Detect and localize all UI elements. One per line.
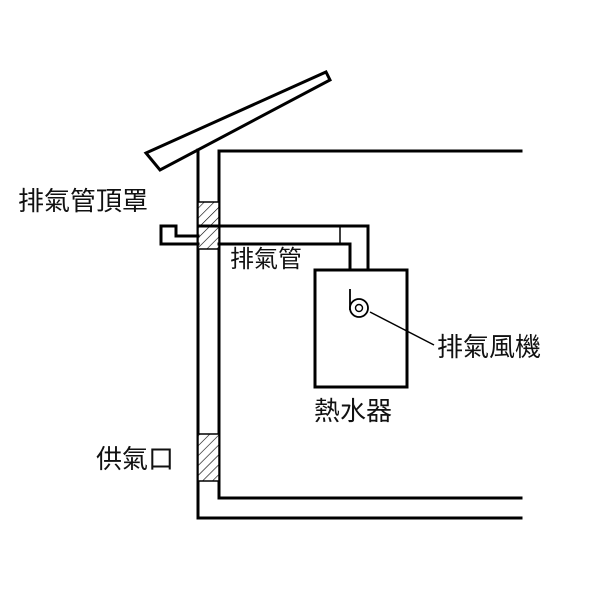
exhaust-fan-icon bbox=[349, 289, 369, 318]
label-exhaust-pipe: 排氣管 bbox=[230, 245, 302, 273]
air-supply-opening bbox=[197, 433, 220, 482]
roof bbox=[143, 70, 332, 172]
exhaust-fan-leader bbox=[369, 311, 435, 346]
label-exhaust-fan: 排氣風機 bbox=[437, 333, 541, 363]
exhaust-pipe bbox=[159, 224, 370, 272]
label-vent-cap: 排氣管頂罩 bbox=[18, 187, 148, 217]
outer-wall bbox=[196, 148, 523, 520]
inner-wall bbox=[217, 149, 523, 500]
label-water-heater: 熱水器 bbox=[314, 397, 392, 427]
label-air-supply: 供氣口 bbox=[96, 445, 174, 475]
water-heater-unit bbox=[313, 268, 409, 389]
